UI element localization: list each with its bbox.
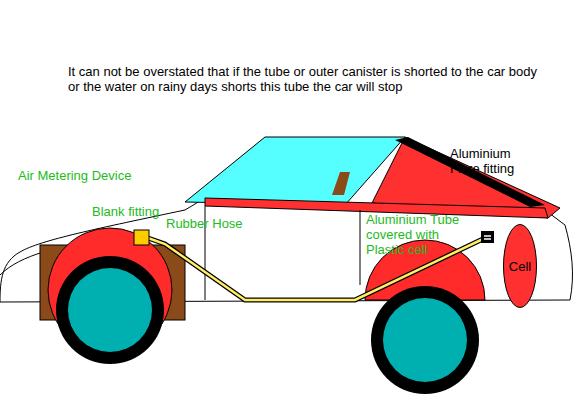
pillar-stripe <box>395 137 545 207</box>
part-name: Aluminium Flare fitting <box>450 146 526 176</box>
part-name: Aluminium Tube covered with Plastic cell <box>366 212 462 257</box>
cell-canister: Cell <box>503 224 537 308</box>
tube-outline <box>148 238 485 300</box>
cell-shape <box>504 225 537 308</box>
tyre <box>56 256 164 364</box>
wheel-hub <box>68 268 152 352</box>
flare-fitting <box>481 231 494 243</box>
wheel-hub <box>383 298 467 382</box>
part-name: Air Metering Device <box>18 168 168 183</box>
cell-label: Cell <box>509 259 531 274</box>
flare-fitting-mark <box>484 236 491 239</box>
part-name: Rubber Hose <box>166 216 256 231</box>
warning-note: It can not be overstated that if the tub… <box>68 64 538 94</box>
tube <box>148 238 485 300</box>
steering-column <box>332 172 350 195</box>
windshield <box>185 137 405 205</box>
blank-fitting <box>134 230 149 245</box>
tyre <box>371 286 479 394</box>
door-line <box>360 210 361 285</box>
